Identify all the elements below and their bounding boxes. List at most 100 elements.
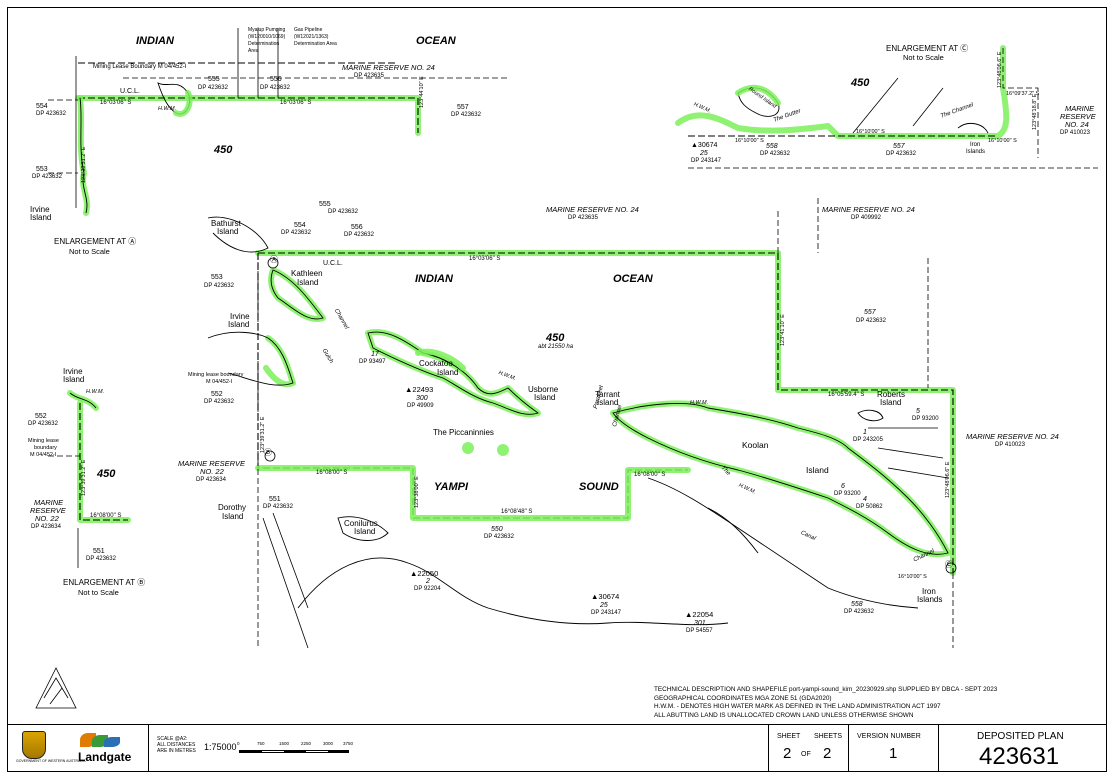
main-lot-4-dp: DP 50862 [856,504,883,510]
enlarge-b-mining3: M 04/452-I [30,452,57,458]
plan-map: .hw { fill:none; stroke:#7CF05A; stroke-… [35,28,1098,709]
enlarge-b-marine: MARINE [34,498,64,507]
enlarge-b-lot-551-dp: DP 423632 [86,556,116,562]
main-marine24-mid: MARINE RESERVE NO. 24 [822,205,915,214]
main-irvine: Irvine [230,312,250,321]
enlarge-c-marine3: NO. 24 [1065,120,1089,129]
main-hwm-2: H.W.M. [690,400,709,406]
note-line-4: ALL ABUTTING LAND IS UNALLOCATED CROWN L… [654,711,914,719]
enlarge-b-hwm: H.W.M. [86,389,105,395]
enlarge-c-caption: ENLARGEMENT AT Ⓒ [886,44,969,53]
enlarge-a-gas3: Determination Area [294,41,337,47]
main-lot-2-ref: ▲22050 [410,569,439,578]
scale-tick-5: 3750 [343,741,354,746]
main-bearing-br: 16°08'00" S [634,472,666,478]
version-number: 1 [889,745,898,762]
main-kathleen2: Island [297,278,319,287]
landgate-logo-icon [80,733,126,749]
main-lot-553: 553 [211,274,223,281]
enlarge-a-lot-554-dp: DP 423632 [36,111,66,117]
main-bearing-bm: 16°08'48" S [501,509,533,515]
enlarge-a-ocean: OCEAN [416,35,456,47]
main-bearing-top: 16°03'06" S [469,256,501,262]
logo-cell: GOVERNMENT OF WESTERN AUSTRALIA Landgate [8,725,148,771]
main-lot-301-dp: DP 54557 [686,628,713,634]
enlarge-a-ucl: U.C.L. [120,88,140,95]
main-lot-556-dp: DP 423632 [344,232,374,238]
enlarge-c-b4: 16°09'37.2" S [1006,91,1040,97]
main-dorothy2: Island [222,512,244,521]
main-lot-300-dp: DP 49909 [407,403,434,409]
enlarge-a-caption: ENLARGEMENT AT Ⓐ [54,237,137,246]
enlarge-b-lot-551: 551 [93,548,105,555]
main-cockatoo: Cockatoo [419,359,453,368]
enlarge-b-scale: Not to Scale [78,588,119,597]
enlarge-a-b3: 123°44'10" E [419,76,425,108]
enlarge-c-scale: Not to Scale [903,53,944,62]
main-area: 450 [546,332,565,344]
main-mining-lease: Mining lease boundary [188,372,244,378]
main-marine24-mid-dp: DP 409992 [851,215,881,221]
enlarge-c-iron: Iron [970,142,981,148]
main-lot-551: 551 [269,496,281,503]
main-lot-554-dp: DP 423632 [281,230,311,236]
main-marine24-top-dp: DP 423635 [568,215,598,221]
note-line-3: H.W.M. - DENOTES HIGH WATER MARK AS DEFI… [654,703,941,711]
main-lot-557-dp: DP 423632 [856,318,886,324]
main-lot-17-dp: DP 93497 [359,359,386,365]
main-lot-550: 550 [491,526,503,533]
marker-c: Ⓒ [945,560,953,569]
enlarge-a-lot-556: 556 [270,76,282,83]
sheets-label: SHEETS [814,733,843,740]
enlarge-c-marine2: RESERVE [1060,112,1096,121]
main-bathurst: Bathurst [211,219,241,228]
main-lot-2: 2 [426,578,430,585]
marker-a: Ⓐ [270,255,278,264]
main-tarrant2: Island [597,398,619,407]
sheet-cell: SHEET SHEETS 2 OF 2 [768,725,848,771]
enlarge-c-lot-558-dp: DP 423632 [760,151,790,157]
enlarge-c-lot-557-dp: DP 423632 [886,151,916,157]
main-marine22: MARINE RESERVE [178,459,245,468]
enlarge-c-lot-25-dp: DP 243147 [691,158,721,164]
technical-notes: TECHNICAL DESCRIPTION AND SHAPEFILE port… [654,686,997,720]
main-kathleen: Kathleen [291,269,323,278]
main-iron: Iron [922,587,936,596]
enlarge-b-marine3: NO. 22 [35,514,59,523]
enlargement-a-drawing [48,28,508,216]
scale-note-3: ARE IN METRES [157,748,196,754]
main-koolan2: Island [806,465,829,475]
enlarge-a-irvine: Irvine [30,205,50,214]
enlarge-c-b2: 16°10'00" S [856,129,885,135]
sheet-label: SHEET [777,733,801,740]
enlarge-c-b3: 16°10'00" S [988,138,1017,144]
enlarge-b-b1: 123°39'31.2" E [81,459,87,496]
sheet-number: 2 [783,745,792,762]
main-mining-lease-no: M 04/452-I [206,379,233,385]
main-roberts2: Island [880,398,902,407]
main-marine22-dp: DP 423634 [196,477,226,483]
scale-tick-1: 750 [257,741,265,746]
main-bathurst2: Island [217,227,239,236]
main-lot-558: 558 [851,601,863,608]
main-lot-557: 557 [864,309,876,316]
main-cockatoo2: Island [437,368,459,377]
main-marine24-top: MARINE RESERVE NO. 24 [546,205,639,214]
enlarge-c-iron2: Islands [966,149,986,155]
main-lot-1: 1 [863,429,867,436]
scale-bar: 0 750 1500 2250 3000 3750 [237,741,353,754]
marker-b: Ⓑ [264,448,272,457]
main-bearing-v2: 123°38'00" E [414,476,420,508]
version-label: VERSION NUMBER [857,733,921,740]
enlarge-a-marine-dp: DP 423635 [354,73,384,79]
main-lot-301: 301 [694,620,706,627]
main-lot-300-ref: ▲22493 [405,385,434,394]
enlarge-c-b1: 16°10'00" S [735,138,764,144]
enlarge-b-marine-dp: DP 423634 [31,524,61,530]
main-lot-558-dp: DP 423632 [844,609,874,615]
main-bearing-bl: 16°08'00" S [316,470,348,476]
enlarge-b-mining2: boundary [34,445,57,451]
main-dorothy: Dorothy [218,503,247,512]
enlarge-b-lot-552: 552 [35,413,47,420]
main-conilurus: Conilurus [344,519,378,528]
